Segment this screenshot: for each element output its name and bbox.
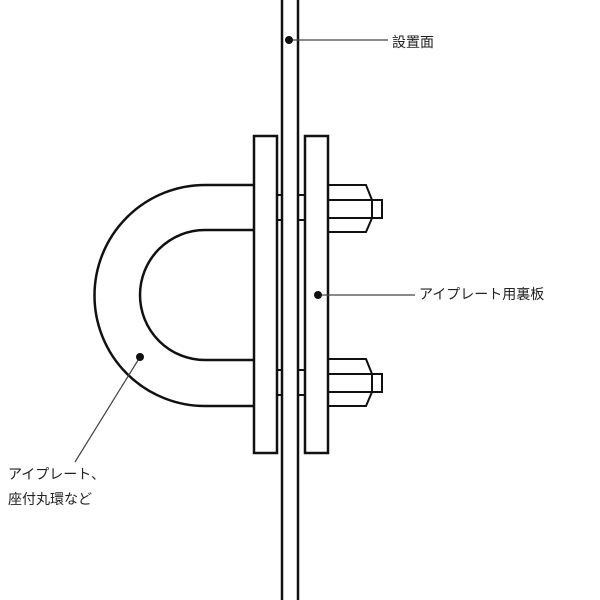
eye-bolt-u	[93, 183, 254, 408]
bolt-shanks	[276, 194, 306, 396]
label-mounting-surface: 設置面	[392, 35, 434, 51]
leader-dots	[136, 36, 322, 361]
leader-lines	[74, 39, 415, 463]
nut-top	[328, 184, 383, 233]
label-backing-plate: アイプレート用裏板	[419, 287, 545, 303]
mounting-wall	[280, 0, 300, 600]
label-eye-plate-line2: 座付丸環など	[8, 492, 92, 508]
nut-bottom	[328, 358, 383, 407]
eye-plate	[252, 134, 279, 455]
label-eye-plate-line1: アイプレート、	[8, 467, 106, 483]
